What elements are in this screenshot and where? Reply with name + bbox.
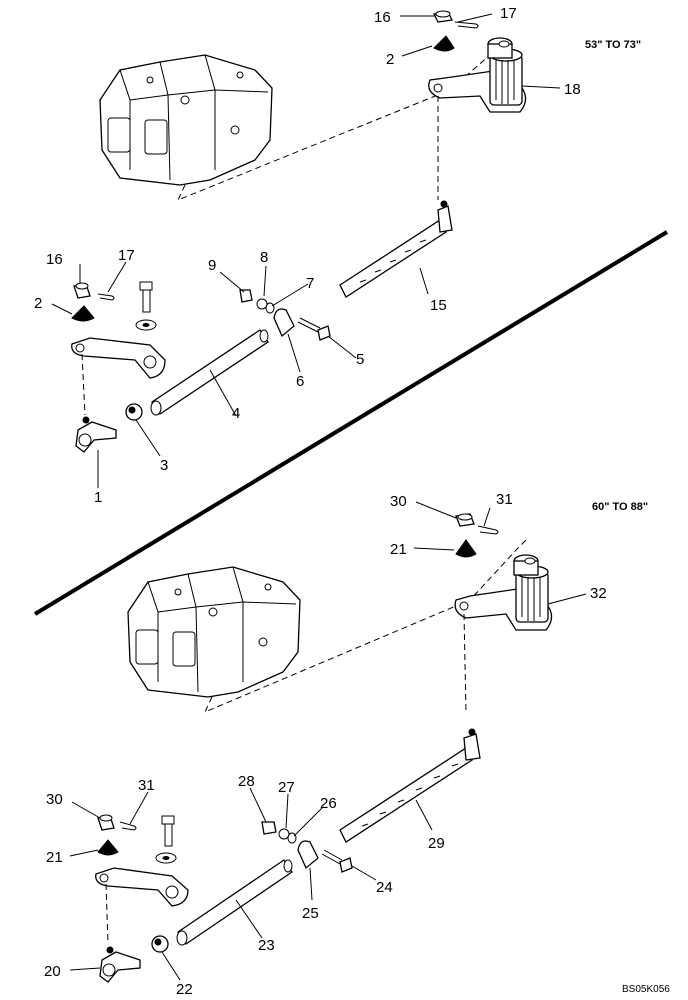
castle-nut-30-left: [97, 814, 115, 831]
washer-27: [278, 828, 290, 840]
steering-arm-18: [428, 37, 527, 113]
callout-2-upper: 2: [386, 51, 394, 68]
callout-21-upper: 21: [390, 541, 407, 558]
steering-gear-housing-lower: [127, 566, 301, 698]
pitman-arm-lower: [95, 867, 189, 907]
callout-26: 26: [320, 795, 337, 812]
callout-27: 27: [278, 779, 295, 796]
bolt-lower-left: [161, 815, 175, 847]
image-code: BS05K056: [622, 984, 670, 995]
cotter-pin-17-upper: [454, 21, 479, 29]
cone-21-left: [97, 839, 119, 856]
callout-31-upper: 31: [496, 491, 513, 508]
castle-nut-16-upper: [433, 10, 453, 23]
ball-joint-1: [75, 416, 117, 453]
steering-arm-32: [454, 554, 553, 631]
callout-9: 9: [208, 257, 216, 274]
callout-28: 28: [238, 773, 255, 790]
washer-upper-left: [135, 319, 157, 331]
callout-16-left: 16: [46, 251, 63, 268]
callout-15: 15: [430, 297, 447, 314]
callout-18: 18: [564, 81, 581, 98]
cone-2-upper: [433, 35, 455, 52]
callout-3: 3: [160, 457, 168, 474]
steering-gear-housing-upper: [99, 54, 273, 186]
clamp-25: [297, 840, 319, 870]
bolt-24: [321, 849, 353, 873]
washer-7: [265, 302, 275, 314]
callout-17-upper: 17: [500, 5, 517, 22]
castle-nut-30-upper: [455, 513, 475, 527]
callout-21-left: 21: [46, 849, 63, 866]
callout-30-left: 30: [46, 791, 63, 808]
cone-2-left: [71, 305, 95, 322]
lower-arm-dashline: [463, 613, 467, 713]
callout-1: 1: [94, 489, 102, 506]
callout-17-left: 17: [118, 247, 135, 264]
pitman-arm-upper: [71, 337, 166, 379]
callout-2-left: 2: [34, 295, 42, 312]
callout-30-upper: 30: [390, 493, 407, 510]
callout-29: 29: [428, 835, 445, 852]
upper-pitman-dashline: [81, 353, 86, 416]
lower-pitman-dashline: [105, 883, 109, 945]
nut-9: [239, 289, 253, 303]
cotter-pin-31-upper: [477, 525, 499, 535]
bushing-22: [151, 935, 169, 953]
callout-31-left: 31: [138, 777, 155, 794]
tie-rod-15: [339, 200, 453, 298]
callout-24: 24: [376, 879, 393, 896]
bolt-5: [297, 317, 331, 341]
cone-21-upper: [455, 539, 477, 558]
clamp-6: [273, 308, 295, 338]
callout-4: 4: [232, 405, 240, 422]
bushing-3: [125, 403, 143, 421]
tie-rod-29: [339, 728, 481, 843]
upper-range-label: 53" TO 73": [585, 39, 641, 51]
callout-20: 20: [44, 963, 61, 980]
upper-leaders: [51, 13, 561, 488]
castle-nut-16-left: [73, 282, 91, 299]
lower-range-label: 60" TO 88": [592, 501, 648, 513]
drag-link-tube-4: [150, 329, 269, 416]
callout-23: 23: [258, 937, 275, 954]
cotter-pin-17-left: [97, 293, 115, 301]
ball-joint-20: [99, 946, 141, 983]
section-divider: [33, 230, 669, 616]
upper-mount-dashline: [177, 39, 509, 201]
callout-8: 8: [260, 249, 268, 266]
callout-7: 7: [306, 275, 314, 292]
callout-5: 5: [356, 351, 364, 368]
washer-8: [256, 298, 268, 310]
callout-32: 32: [590, 585, 607, 602]
lower-leaders: [69, 501, 587, 981]
callout-6: 6: [296, 373, 304, 390]
nut-28: [261, 821, 277, 835]
washer-lower-left: [155, 852, 177, 864]
callout-22: 22: [176, 981, 193, 998]
cotter-pin-31-left: [119, 821, 137, 831]
bolt-upper-left: [139, 281, 153, 313]
drag-link-tube-23: [176, 859, 293, 946]
callout-16-upper: 16: [374, 9, 391, 26]
callout-25: 25: [302, 905, 319, 922]
